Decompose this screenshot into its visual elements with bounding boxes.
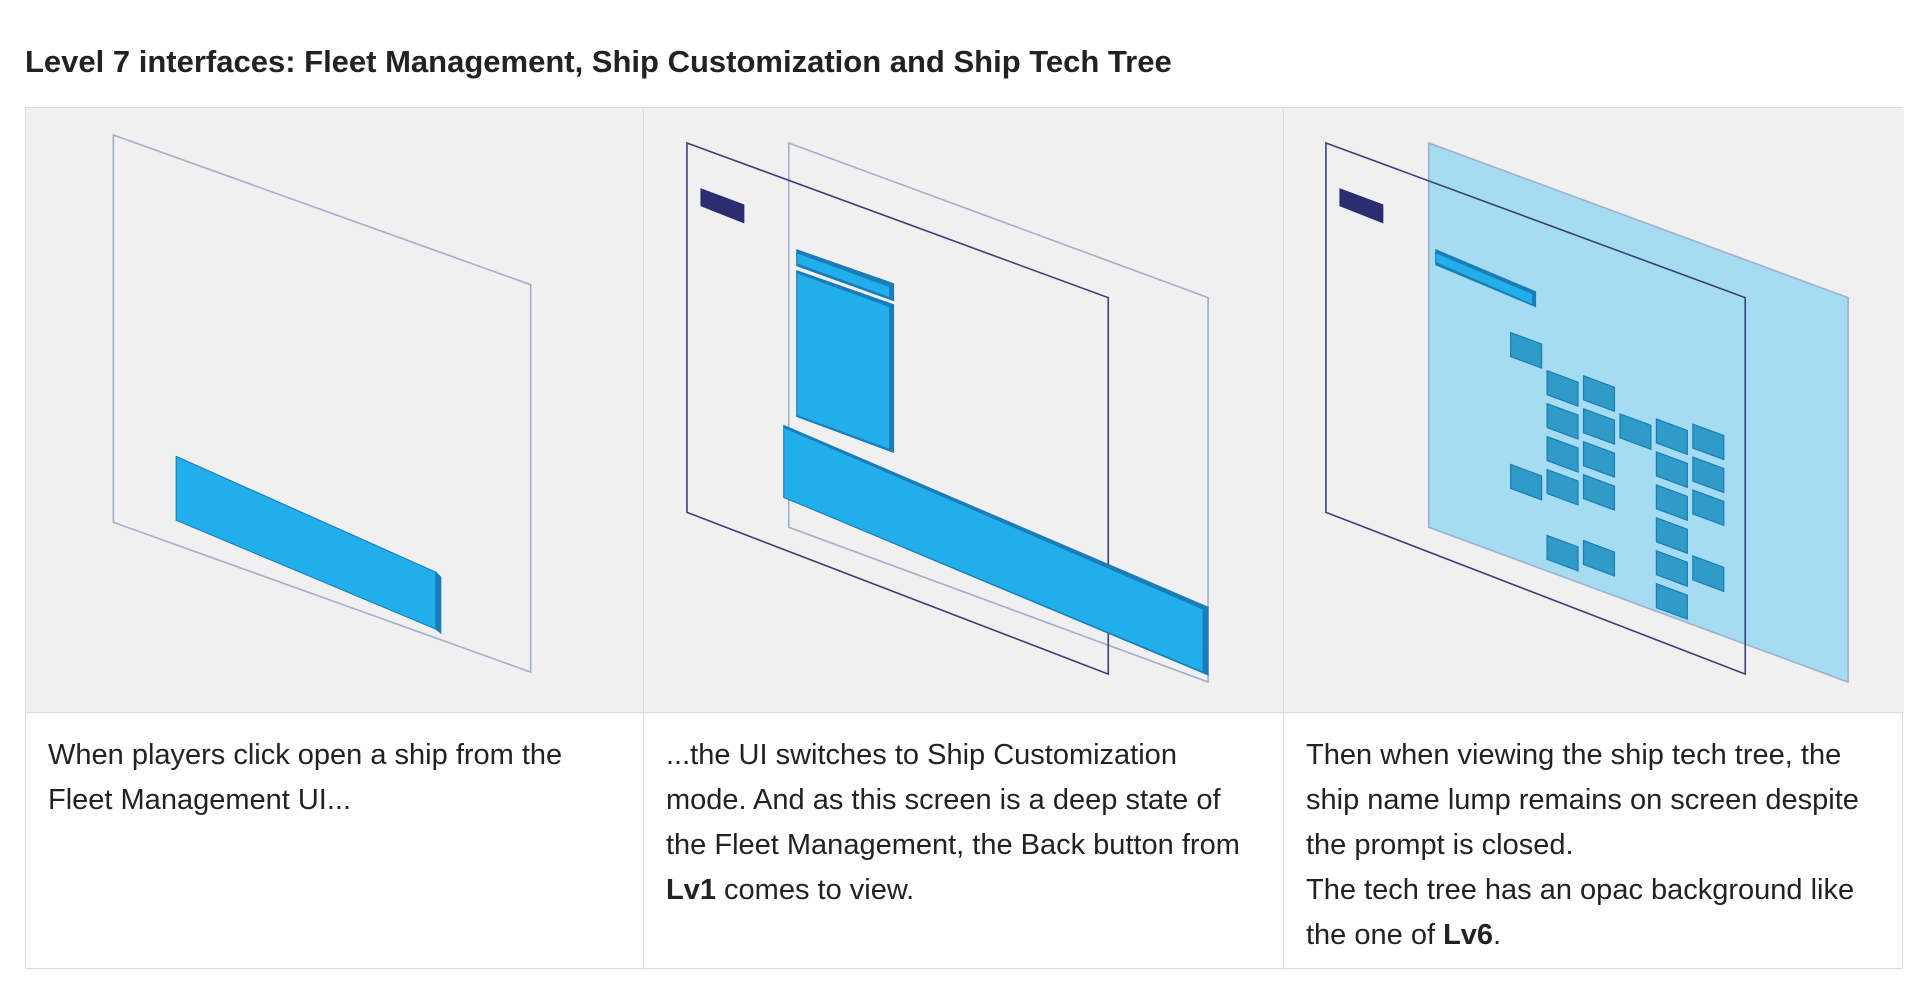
tech-node — [1655, 549, 1688, 588]
ship-detail-panel — [796, 270, 895, 454]
caption-text: comes to view. — [715, 874, 915, 906]
tech-node — [1582, 440, 1616, 478]
back-button-block — [700, 188, 745, 224]
caption-text: The tech tree has an opac background lik… — [1306, 874, 1855, 951]
tech-node — [1546, 369, 1579, 407]
screen-plane-back — [787, 141, 1209, 684]
tech-node — [1692, 423, 1725, 461]
caption-ship-customization: ...the UI switches to Ship Customization… — [643, 713, 1283, 970]
fleet-management-illustration — [112, 133, 532, 674]
caption-bold-term: Lv1 — [666, 874, 716, 906]
screen-plane-front — [686, 141, 1110, 676]
tech-node — [1510, 331, 1543, 369]
tech-node — [1582, 407, 1616, 446]
tech-node — [1582, 374, 1616, 413]
tech-tree-background — [1427, 141, 1849, 684]
tech-node — [1546, 534, 1579, 572]
tech-node — [1655, 516, 1688, 555]
ship-tech-tree-illustration — [1325, 141, 1849, 684]
caption-text: Then when viewing the ship tech tree, th… — [1306, 739, 1859, 861]
back-button-block — [1339, 188, 1384, 224]
caption-text: . — [1493, 919, 1502, 951]
caption-ship-tech-tree: Then when viewing the ship tech tree, th… — [1283, 713, 1904, 970]
tech-node — [1582, 473, 1616, 511]
screen-plane — [112, 133, 532, 674]
ship-customization-illustration — [686, 141, 1209, 684]
caption-text: When players click open a ship from the … — [48, 739, 563, 816]
tech-node — [1655, 451, 1688, 489]
figure-ship-tech-tree — [1283, 108, 1904, 713]
tech-node — [1655, 484, 1688, 522]
tech-node — [1619, 413, 1652, 451]
tech-node — [1692, 555, 1725, 593]
tech-node — [1692, 456, 1725, 494]
figure-ship-customization — [643, 108, 1283, 713]
figure-fleet-management — [26, 108, 643, 713]
tech-node — [1510, 463, 1543, 501]
tech-node — [1655, 418, 1688, 456]
page-title: Level 7 interfaces: Fleet Management, Sh… — [25, 44, 1172, 79]
caption-text: ...the UI switches to Ship Customization… — [666, 739, 1240, 861]
caption-fleet-management: When players click open a ship from the … — [26, 713, 643, 970]
fleet-list-block — [175, 455, 442, 635]
caption-bold-term: Lv6 — [1443, 919, 1494, 951]
tech-node — [1546, 435, 1579, 473]
tech-node — [1655, 582, 1688, 621]
diagram-table: When players click open a ship from the … — [25, 107, 1904, 970]
tech-node — [1546, 468, 1579, 506]
tech-node-grid — [1510, 331, 1725, 621]
tech-node — [1582, 539, 1616, 577]
customization-bar-block — [783, 424, 1209, 676]
ship-name-block — [1435, 249, 1537, 308]
tech-node — [1546, 402, 1579, 440]
tech-node — [1692, 489, 1725, 527]
screen-plane — [1325, 141, 1747, 676]
ship-name-block — [796, 249, 895, 302]
